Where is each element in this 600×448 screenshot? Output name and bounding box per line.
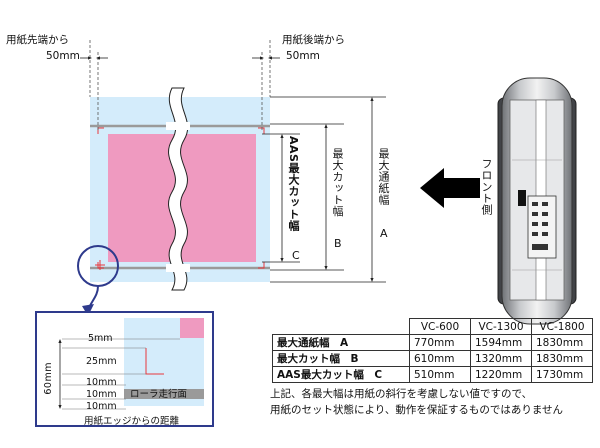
table-cell: 1830mm	[531, 350, 593, 367]
col-header-vc600: VC-600	[409, 318, 471, 335]
col-header-vc1800: VC-1800	[531, 318, 593, 335]
row-label-aas-max-cut: AAS最大カット幅 C	[272, 366, 410, 383]
detail-caption: 用紙エッジからの距離	[84, 416, 180, 427]
row-label-max-pass: 最大通紙幅 A	[272, 334, 410, 351]
detail-5mm: 5mm	[88, 333, 113, 344]
detail-10mm-1: 10mm	[86, 377, 117, 388]
table-cell: 610mm	[409, 350, 471, 367]
detail-60mm: 60mm	[43, 362, 54, 395]
table-cell: 1830mm	[531, 334, 593, 351]
detail-10mm-3: 10mm	[86, 401, 117, 412]
note-line-2: 用紙のセット状態により、動作を保証するものではありません	[270, 404, 564, 416]
table-row: 最大カット幅 B 610mm 1320mm 1830mm	[272, 350, 593, 367]
table-row: AAS最大カット幅 C 510mm 1220mm 1730mm	[272, 366, 593, 383]
table-cell: 1730mm	[531, 366, 593, 383]
note-line-1: 上記、各最大幅は用紙の斜行を考慮しない値ですので、	[270, 388, 533, 400]
paper-rear-distance: 50mm	[286, 50, 320, 62]
detail-10mm-2: 10mm	[86, 389, 117, 400]
row-label-max-cut: 最大カット幅 B	[272, 350, 410, 367]
paper-rear-label: 用紙後端から	[282, 34, 345, 46]
aas-max-cut-label: AAS最大カット幅	[287, 136, 300, 232]
front-direction-arrow	[420, 168, 480, 208]
roller-path-label: ローラ走行面	[130, 389, 188, 400]
paper-break	[168, 87, 189, 291]
max-pass-label: 最大通紙幅	[377, 148, 390, 206]
col-header-vc1300: VC-1300	[470, 318, 532, 335]
front-side-label: フロント側	[480, 158, 493, 216]
spec-table: VC-600 VC-1300 VC-1800 最大通紙幅 A 770mm 159…	[272, 318, 593, 383]
detail-25mm: 25mm	[86, 356, 117, 367]
table-row: 最大通紙幅 A 770mm 1594mm 1830mm	[272, 334, 593, 351]
corner-marks	[95, 127, 265, 270]
table-header-row: VC-600 VC-1300 VC-1800	[273, 318, 593, 335]
paper-front-distance: 50mm	[46, 50, 80, 62]
max-cut-letter-b: B	[334, 237, 342, 250]
max-pass-letter-a: A	[380, 227, 388, 240]
table-cell: 510mm	[409, 366, 471, 383]
table-cell: 1320mm	[470, 350, 532, 367]
table-cell: 1594mm	[470, 334, 532, 351]
aas-letter-c: C	[292, 249, 300, 262]
detail-box	[35, 311, 214, 427]
table-cell: 1220mm	[470, 366, 532, 383]
table-cell: 770mm	[409, 334, 471, 351]
max-cut-label: 最大カット幅	[331, 148, 344, 217]
cutter-machine-illustration	[497, 77, 577, 325]
paper-front-label: 用紙先端から	[6, 34, 69, 46]
